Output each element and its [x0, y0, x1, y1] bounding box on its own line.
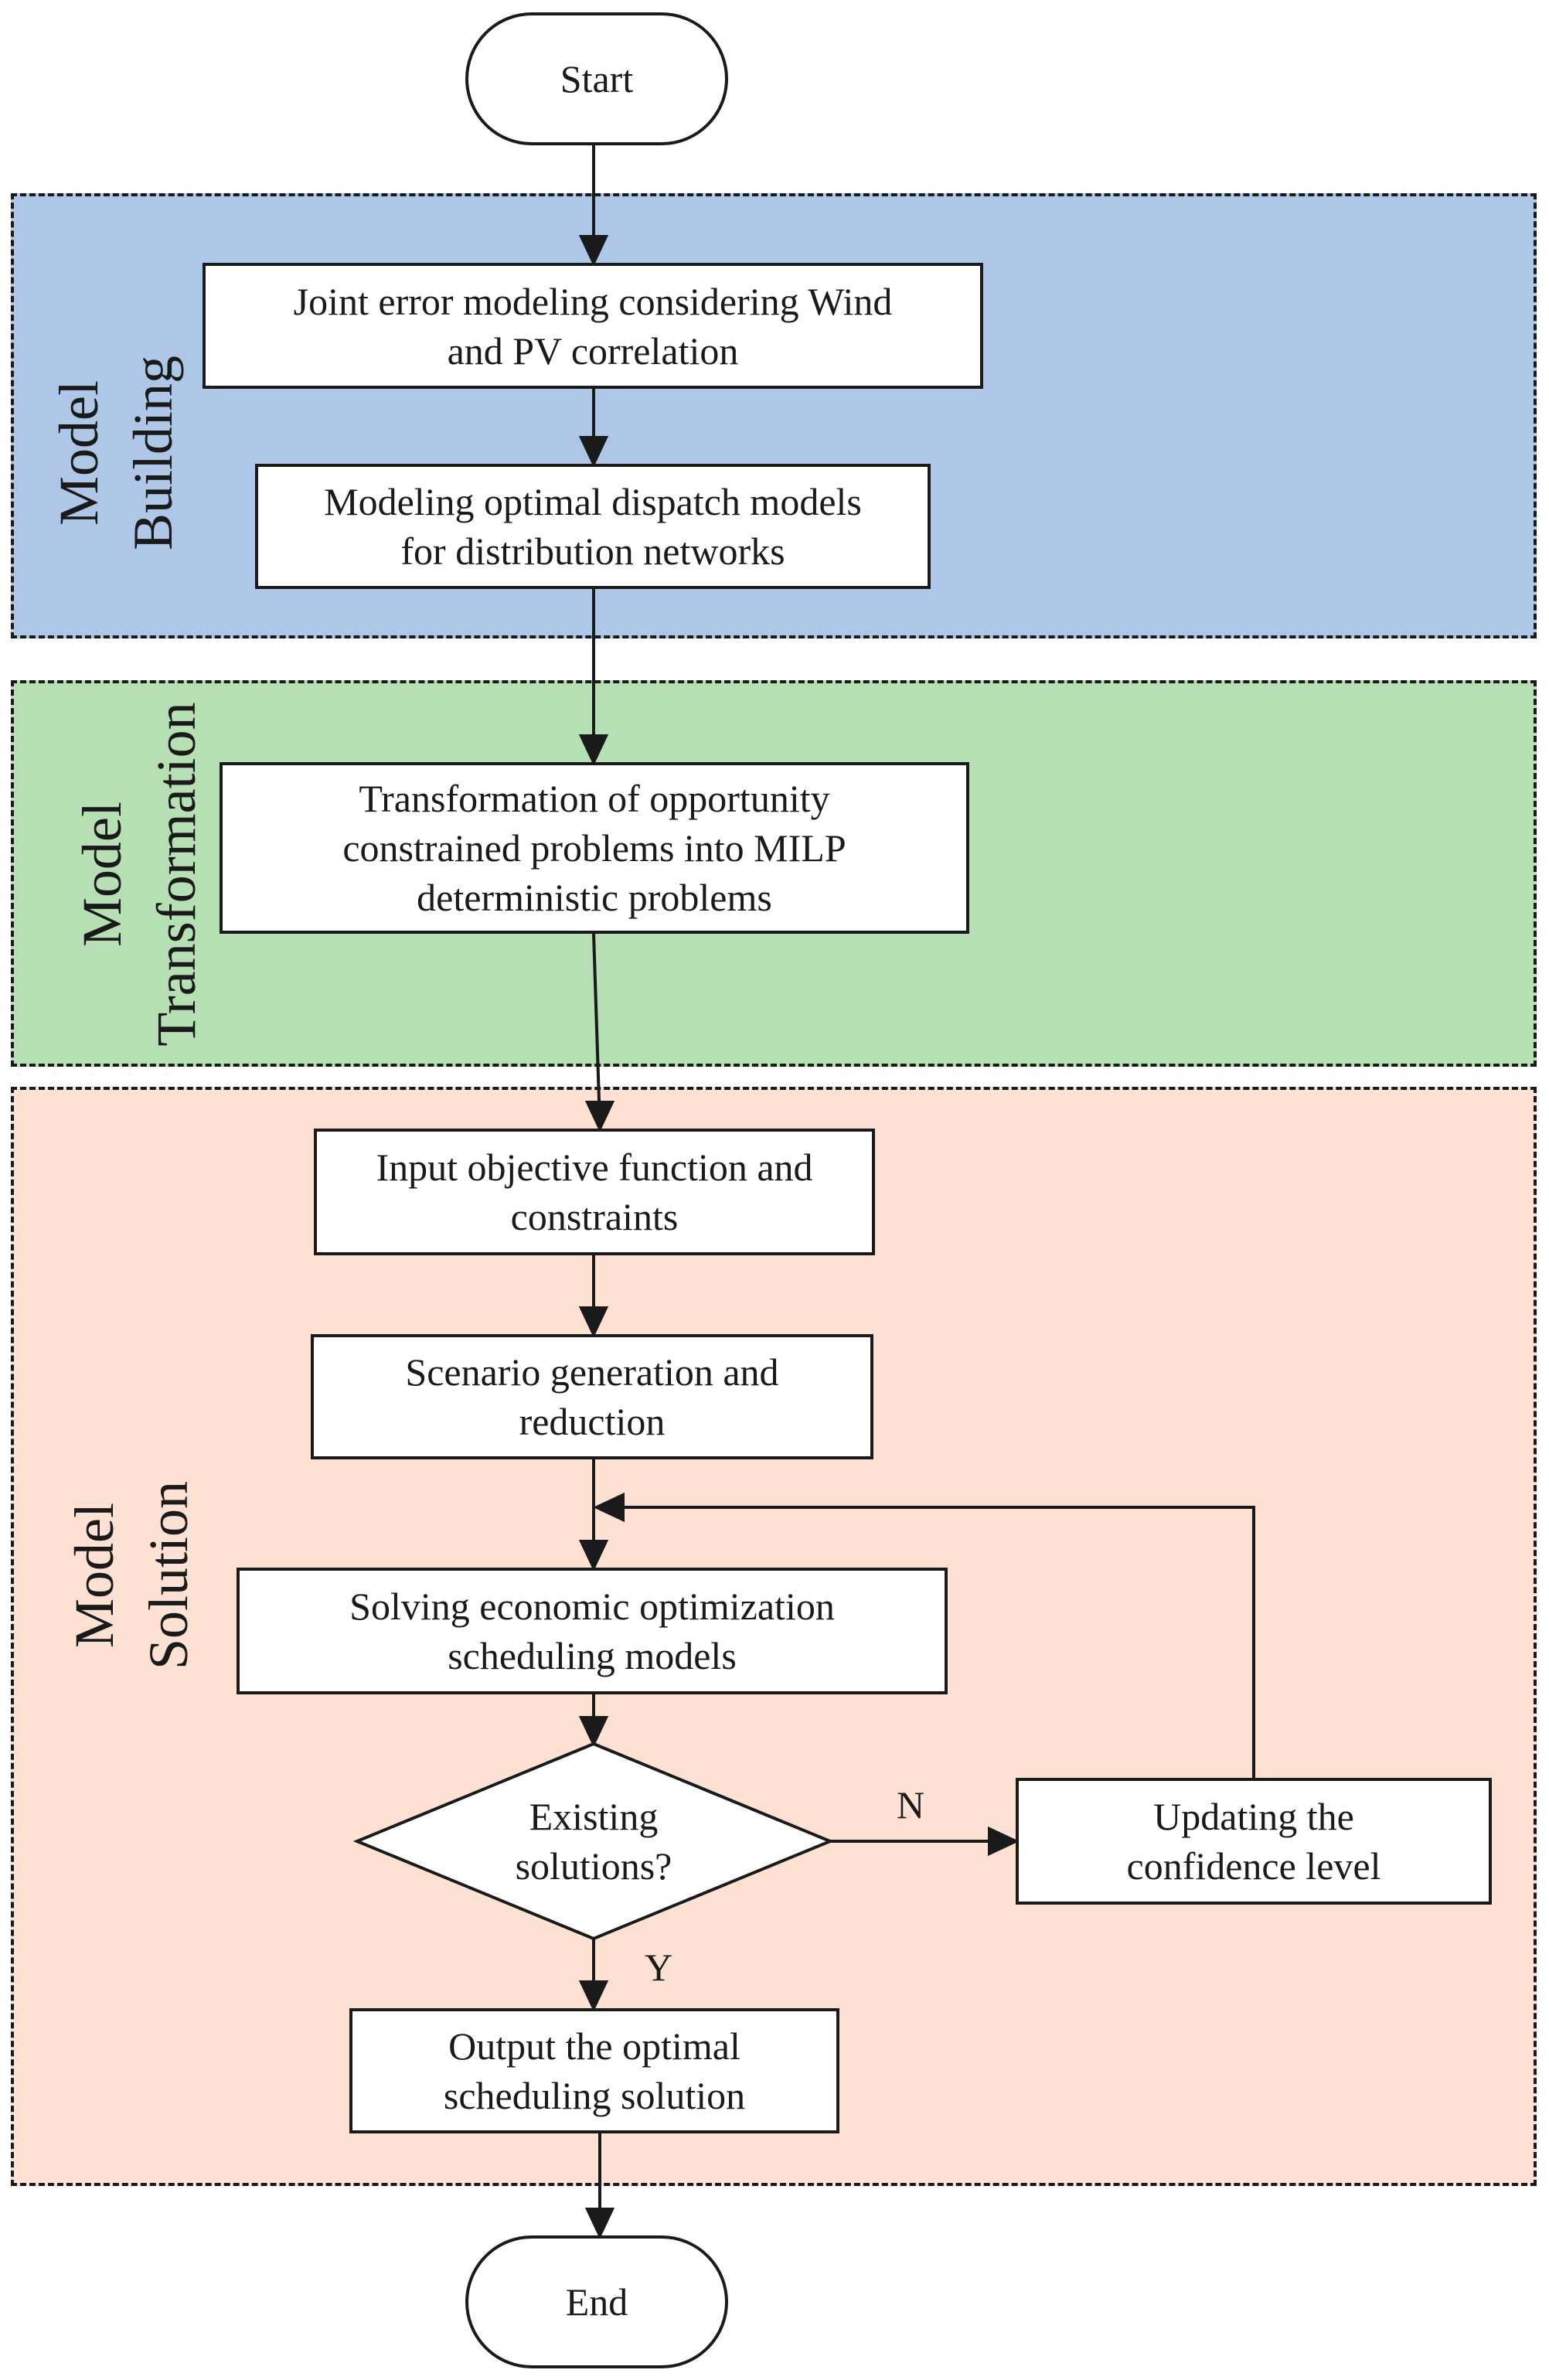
end-terminal: End: [465, 2235, 728, 2368]
arrowhead: [988, 1826, 1020, 1857]
arrow-updating-feedback: [603, 1506, 1255, 1778]
no-branch-label: N: [897, 1783, 925, 1827]
yes-branch-label: Y: [645, 1946, 673, 1989]
scenario-generation-box: Scenario generation and reduction: [311, 1334, 873, 1459]
arrowhead: [584, 1101, 615, 1132]
arrowhead: [578, 1540, 609, 1571]
start-terminal: Start: [465, 12, 728, 145]
dispatch-models-box: Modeling optimal dispatch models for dis…: [255, 464, 931, 589]
input-objective-box: Input objective function and constraints: [314, 1129, 875, 1255]
arrowhead: [578, 1716, 609, 1748]
arrowhead: [578, 436, 609, 468]
solving-models-box: Solving economic optimization scheduling…: [237, 1568, 948, 1694]
transformation-box: Transformation of opportunity constraine…: [220, 762, 969, 934]
output-solution-box: Output the optimal scheduling solution: [349, 2008, 839, 2133]
arrowhead: [578, 235, 609, 267]
end-label: End: [565, 2280, 628, 2324]
arrowhead: [578, 1980, 609, 2012]
decision-diamond: [352, 1742, 835, 1941]
updating-confidence-box: Updating the confidence level: [1016, 1778, 1492, 1905]
joint-error-modeling-box: Joint error modeling considering Wind an…: [203, 263, 983, 389]
decision-label: Existing solutions?: [515, 1795, 672, 1888]
arrowhead: [584, 2208, 615, 2239]
arrowhead: [578, 734, 609, 766]
arrow-transform-to-input: [592, 933, 601, 1125]
start-label: Start: [560, 57, 634, 100]
arrowhead: [578, 1306, 609, 1338]
arrowhead: [593, 1492, 625, 1523]
